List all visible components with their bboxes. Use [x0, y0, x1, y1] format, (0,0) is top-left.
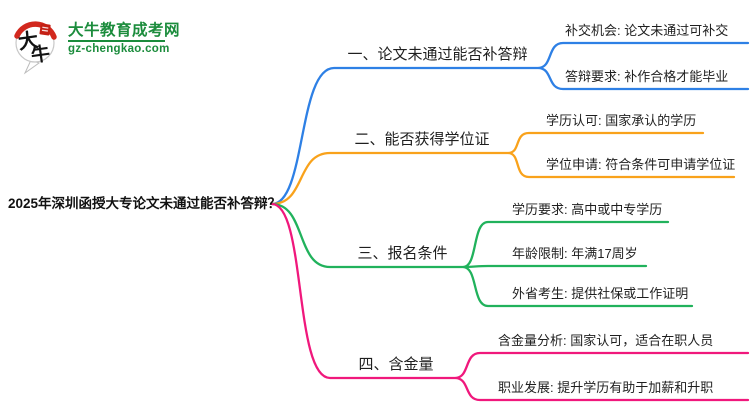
branch-3-child-2-label: 年龄限制: 年满17周岁: [512, 246, 638, 261]
daniu-bull-logo-icon: 大 牛: [14, 21, 57, 75]
branch-1-child-1-label: 补交机会: 论文未通过可补交: [565, 23, 729, 38]
branch-1-connector: [270, 41, 750, 206]
branch-2-child-2-label: 学位申请: 符合条件可申请学位证: [546, 157, 736, 172]
branch-1-child-2-label: 答辩要求: 补作合格才能毕业: [565, 69, 729, 84]
branch-3-connector: [270, 202, 694, 308]
branch-4-child-2-label: 职业发展: 提升学历有助于加薪和升职: [498, 380, 714, 395]
logo-char-da: 大: [17, 28, 40, 54]
branch-3-label: 三、报名条件: [357, 245, 448, 262]
logo-seal: [39, 23, 51, 36]
branch-3-child-1-label: 学历要求: 高中或中专学历: [512, 202, 663, 217]
root-topic: 2025年深圳函授大专论文未通过能否补答辩？: [8, 196, 282, 211]
branch-3-child-3-label: 外省考生: 提供社保或工作证明: [512, 286, 689, 301]
site-name: 大牛教育成考网: [68, 22, 181, 39]
site-logo[interactable]: 大 牛 大牛教育成考网 gz-chengkao.com: [12, 16, 180, 76]
branch-4-label: 四、含金量: [358, 356, 434, 373]
branch-2-child-1-label: 学历认可: 国家承认的学历: [546, 113, 697, 128]
branch-4-connector: [270, 202, 750, 402]
site-domain: gz-chengkao.com: [68, 43, 170, 55]
logo-divider: [68, 40, 165, 42]
branch-2-label: 二、能否获得学位证: [354, 131, 490, 148]
branch-2-connector: [270, 131, 736, 206]
logo-char-niu: 牛: [30, 42, 52, 67]
branch-4-child-1-label: 含金量分析: 国家认可，适合在职人员: [498, 333, 714, 348]
logo-red-arc: [14, 21, 57, 40]
branch-1-label: 一、论文未通过能否补答辩: [347, 46, 528, 63]
logo-text-block: 大牛教育成考网 gz-chengkao.com: [68, 22, 180, 56]
